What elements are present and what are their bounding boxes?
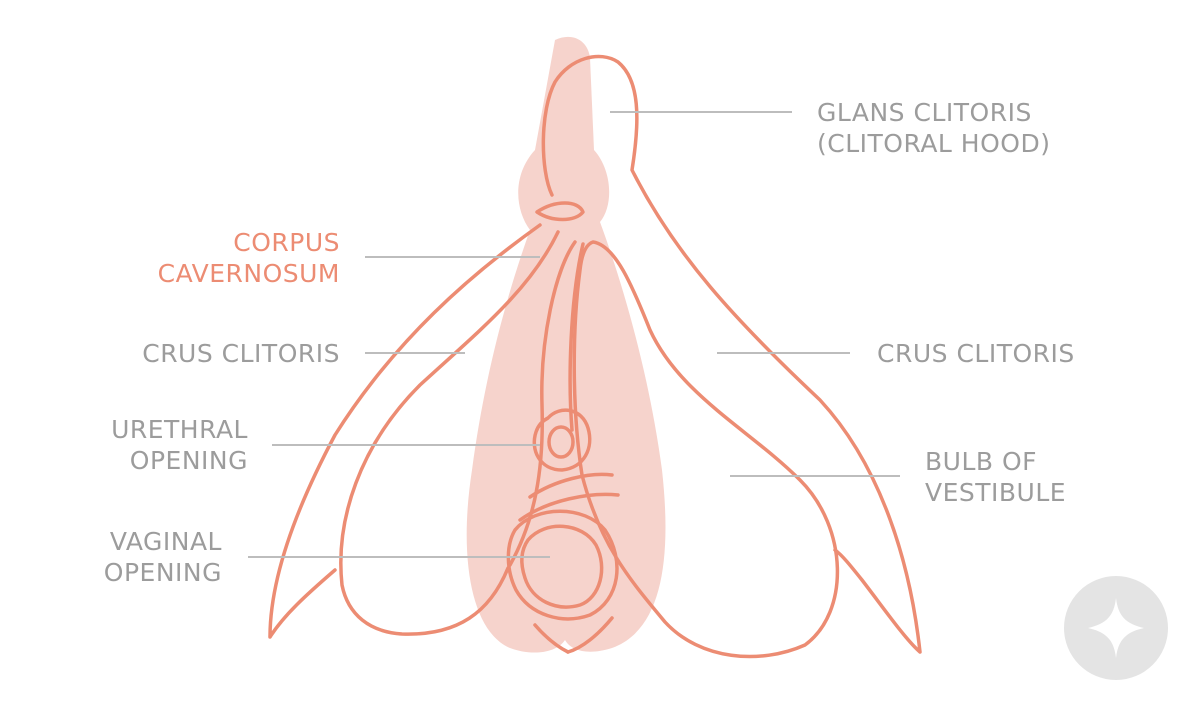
leader-lines: [248, 111, 900, 558]
label-urethral-line2: OPENING: [129, 446, 248, 475]
vestibule-band: [518, 472, 620, 522]
label-vaginal-opening: VAGINAL OPENING: [40, 526, 222, 588]
label-bulb-line2: VESTIBULE: [925, 478, 1067, 507]
label-urethral-opening: URETHRAL OPENING: [60, 414, 248, 476]
label-vaginal-line1: VAGINAL: [109, 527, 222, 556]
label-vaginal-line2: OPENING: [103, 558, 222, 587]
label-crus-right-line1: CRUS CLITORIS: [877, 339, 1075, 368]
urethral-opening-inner: [547, 425, 575, 459]
crus-left-outline: [268, 223, 542, 639]
label-crus-clitoris-left: CRUS CLITORIS: [90, 338, 340, 369]
label-crus-clitoris-right: CRUS CLITORIS: [877, 338, 1075, 369]
label-corpus-line2: CAVERNOSUM: [157, 259, 340, 288]
corpus-cavernosum-fill: [466, 36, 666, 653]
label-glans-clitoris: GLANS CLITORIS (CLITORAL HOOD): [817, 97, 1050, 159]
label-corpus-line1: CORPUS: [233, 228, 340, 257]
bulb-right-outline: [572, 240, 840, 659]
lower-strand-right: [566, 616, 614, 654]
vaginal-opening-inner: [520, 524, 604, 609]
watermark-star: [1088, 598, 1144, 658]
urethral-opening-outer: [532, 408, 592, 472]
outer-outline: [541, 54, 922, 654]
label-urethral-line1: URETHRAL: [111, 415, 248, 444]
label-crus-left-line1: CRUS CLITORIS: [142, 339, 340, 368]
label-bulb-line1: BULB OF: [925, 447, 1038, 476]
label-glans-line2: (CLITORAL HOOD): [817, 129, 1051, 158]
sparkle-icon: [1064, 576, 1168, 680]
label-bulb-of-vestibule: BULB OF VESTIBULE: [925, 446, 1066, 508]
vaginal-opening-outer: [506, 509, 619, 621]
label-corpus-cavernosum: CORPUS CAVERNOSUM: [120, 227, 340, 289]
glans-tip-outline: [535, 201, 585, 222]
corpus-cavernosum-shape: [466, 36, 666, 653]
crus-left-inner: [339, 230, 560, 636]
label-glans-line1: GLANS CLITORIS: [817, 98, 1032, 127]
lower-strand-left: [533, 623, 570, 654]
